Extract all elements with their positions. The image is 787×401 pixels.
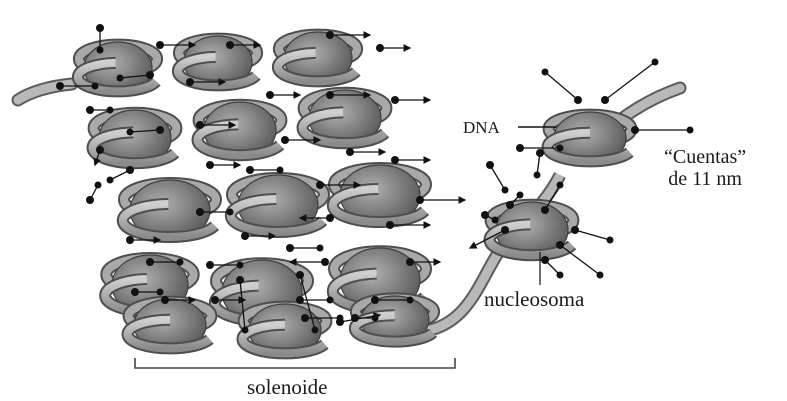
histone-tail: [571, 226, 614, 244]
histone-tail: [86, 106, 114, 114]
histone-tail: [296, 296, 334, 304]
cuentas-label-line2: de 11 nm: [664, 168, 746, 190]
dna-label: DNA: [463, 118, 500, 138]
histone-tail: [206, 161, 240, 169]
solenoid-nucleosome: [333, 165, 427, 225]
histone-tail: [631, 126, 694, 134]
solenoide-label: solenoide: [247, 375, 327, 400]
cuentas-label: “Cuentas” de 11 nm: [664, 146, 746, 190]
histone-tail: [107, 166, 135, 184]
solenoid-nucleosome: [355, 296, 435, 344]
bead-nucleosome-upper: [548, 112, 633, 164]
histone-tail: [346, 148, 385, 156]
solenoide-bracket: [135, 358, 455, 368]
histone-tail: [96, 24, 104, 54]
nucleosoma-label: nucleosoma: [484, 287, 584, 312]
solenoid-nucleosome: [93, 110, 178, 166]
solenoid-nucleosome: [303, 90, 388, 146]
histone-tail: [86, 182, 102, 205]
histone-tail: [534, 149, 545, 179]
histone-tail: [286, 244, 324, 252]
cuentas-label-line1: “Cuentas”: [664, 146, 746, 168]
histone-tail: [542, 69, 583, 105]
solenoid-nucleosome: [231, 175, 325, 235]
solenoid-nucleosomes: [78, 32, 435, 356]
solenoid-nucleosome: [128, 299, 213, 351]
histone-tail: [266, 91, 300, 99]
histone-tail: [556, 241, 604, 279]
solenoid-nucleosome: [198, 102, 283, 158]
histone-tail: [391, 156, 430, 164]
histone-tail: [486, 161, 509, 194]
solenoid-nucleosome: [278, 32, 358, 84]
histone-tail: [391, 96, 430, 104]
histone-tail: [376, 44, 410, 52]
